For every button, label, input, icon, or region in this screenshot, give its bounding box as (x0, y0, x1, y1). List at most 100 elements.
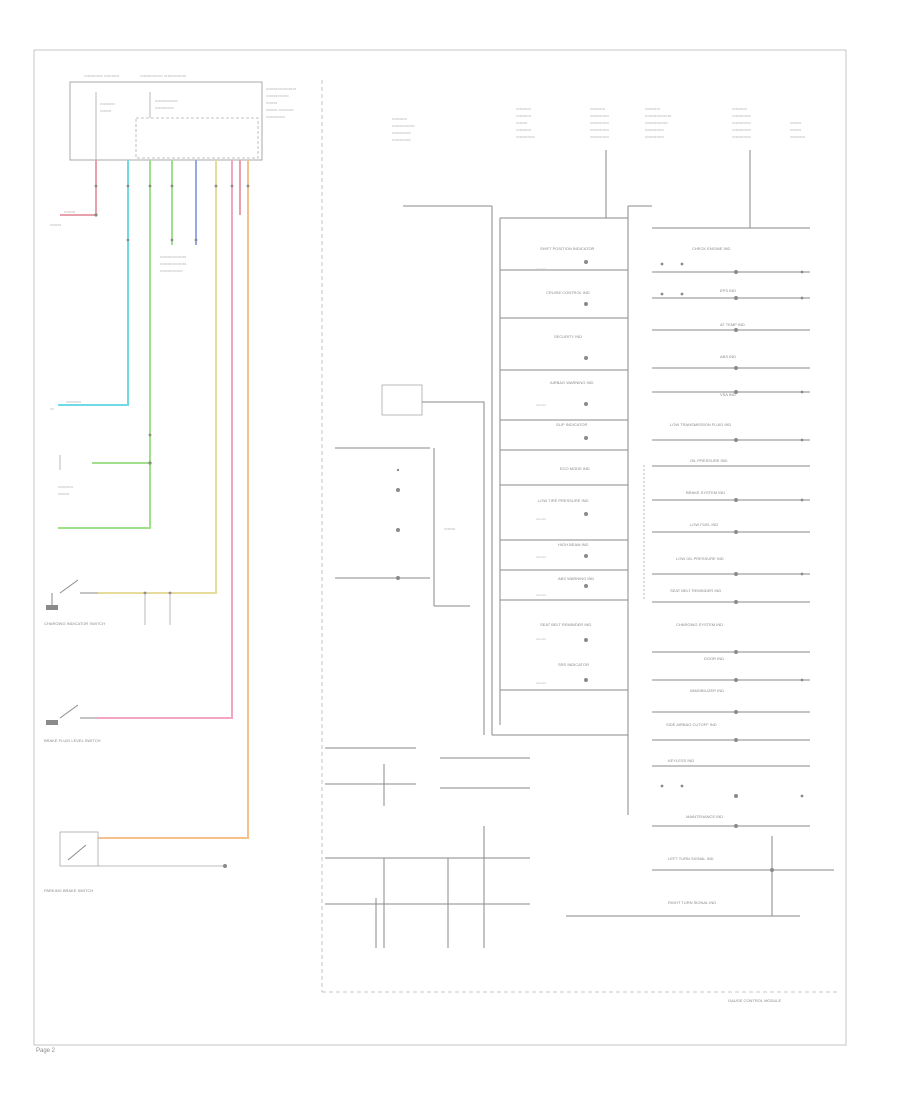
module-text: ▭▭▭▭▭▭▭▭ (266, 86, 296, 91)
turn-signal-label: LEFT TURN SIGNAL IND (668, 856, 714, 861)
svg-text:▭▭▭▭: ▭▭▭▭ (516, 113, 531, 118)
connector-label: ▭▭▭▭▭▭▭ (160, 254, 187, 259)
indicator-label: EPS IND (720, 288, 736, 293)
indicator-label: SIDE AIRBAG CUTOFF IND (666, 722, 717, 727)
module-text: ▭▭▭▭ (100, 101, 115, 106)
indicator-label: SRS INDICATOR (558, 662, 589, 667)
module-text: ▭▭▭▭▭▭ (155, 98, 178, 103)
splice-dot (94, 213, 98, 217)
module-text: ▭▭▭▭▭ (155, 105, 174, 110)
svg-text:▭▭▭▭▭: ▭▭▭▭▭ (732, 113, 751, 118)
indicator-label: SECURITY IND (554, 334, 582, 339)
indicator-label: HIGH BEAM IND (558, 542, 589, 547)
module-text: ▭▭▭ (100, 108, 112, 113)
indicator-label: CRUISE CONTROL IND (546, 290, 590, 295)
svg-text:▭▭▭▭▭▭▭: ▭▭▭▭▭▭▭ (645, 113, 672, 118)
svg-text:▭▭▭: ▭▭▭ (790, 127, 802, 132)
module-text: ▭▭▭▭▭ ▭▭▭▭ (84, 73, 119, 78)
svg-text:▭▭▭▭▭: ▭▭▭▭▭ (732, 127, 751, 132)
indicator-label: ABS IND (720, 354, 736, 359)
svg-text:▭▭▭▭: ▭▭▭▭ (732, 106, 747, 111)
indicator-label: CHECK ENGINE IND (692, 246, 731, 251)
wire-yellow (98, 160, 217, 594)
page-label: Page 2 (36, 1048, 56, 1054)
indicator-label: LOW OIL PRESSURE IND (676, 556, 724, 561)
svg-text:▭▭▭: ▭▭▭ (536, 681, 547, 685)
indicator-label: LOW FUEL IND (690, 522, 718, 527)
connector-label: ▭▭▭▭▭▭▭ (160, 261, 187, 266)
module-text: ▭▭▭▭▭▭ (266, 93, 289, 98)
svg-text:▭▭▭▭▭: ▭▭▭▭▭ (590, 120, 609, 125)
module-text: ▭▭▭▭▭▭ ▭▭▭▭▭▭ (140, 73, 187, 78)
svg-text:▭▭▭▭▭: ▭▭▭▭▭ (392, 137, 411, 142)
switch-brake-fluid: BRAKE FLUID LEVEL SWITCH (44, 704, 101, 743)
svg-text:▭▭▭▭▭: ▭▭▭▭▭ (732, 134, 751, 139)
svg-text:▭▭▭▭▭: ▭▭▭▭▭ (732, 120, 751, 125)
diagram-border (33, 49, 847, 1046)
svg-text:▭▭▭▭: ▭▭▭▭ (645, 106, 660, 111)
ground-label: ▭▭▭ (50, 222, 62, 227)
component-label: ▭▭▭▭ (58, 484, 73, 489)
indicator-label: DOOR IND (704, 656, 724, 661)
splice-dot (148, 461, 152, 465)
indicator-label: CHARGING SYSTEM IND (676, 622, 723, 627)
turn-signals: LEFT TURN SIGNAL IND RIGHT TURN SIGNAL I… (566, 836, 834, 917)
module-text: ▭▭▭ ▭▭▭▭ (266, 107, 294, 112)
svg-text:▭▭▭▭▭: ▭▭▭▭▭ (645, 134, 664, 139)
svg-text:▭▭▭: ▭▭▭ (790, 120, 802, 125)
indicator-label: VSA IND (720, 392, 736, 397)
turn-signal-label: RIGHT TURN SIGNAL IND (668, 900, 716, 905)
wire-code: ▭▭▭▭ (66, 399, 81, 404)
svg-text:▭▭▭: ▭▭▭ (536, 517, 547, 521)
top-connector-module (69, 81, 263, 161)
indicator-label: AIRBAG WARNING IND (550, 380, 594, 385)
left-section: ▭▭▭▭▭ ▭▭▭▭ ▭▭▭▭▭▭ ▭▭▭▭▭▭ ▭▭▭▭▭▭▭▭ ▭▭▭▭▭▭… (44, 73, 296, 893)
wire-green (58, 160, 151, 529)
svg-text:▭▭▭▭▭: ▭▭▭▭▭ (645, 127, 664, 132)
svg-text:▭▭▭▭▭: ▭▭▭▭▭ (590, 113, 609, 118)
svg-text:▭▭▭: ▭▭▭ (536, 593, 547, 597)
svg-text:▭▭▭: ▭▭▭ (536, 403, 547, 407)
module-text: ▭▭▭ (266, 100, 278, 105)
indicator-label: SHIFT POSITION INDICATOR (540, 246, 595, 251)
wire-orange (98, 160, 249, 839)
wire-pink (98, 160, 233, 719)
svg-text:▭▭▭: ▭▭▭ (536, 637, 547, 641)
switch-parking-brake: PARKING BRAKE SWITCH (44, 831, 227, 893)
svg-text:▭▭▭▭▭: ▭▭▭▭▭ (590, 127, 609, 132)
right-section: ▭▭▭▭▭▭▭▭▭▭▭▭▭▭▭▭▭▭▭▭ ▭▭▭▭▭▭▭▭▭▭▭▭▭▭▭▭▭▭▭… (325, 106, 834, 1003)
svg-text:▭▭▭: ▭▭▭ (444, 526, 456, 531)
indicator-label: LOW TIRE PRESSURE IND (538, 498, 588, 503)
indicator-label: ECO MODE IND (560, 466, 590, 471)
lower-wiring (325, 747, 530, 948)
indicator-label: SEAT BELT REMINDER IND (540, 622, 591, 627)
switch-charging-indicator: CHARGING INDICATOR SWITCH (44, 579, 172, 626)
svg-text:▭▭▭: ▭▭▭ (516, 120, 528, 125)
left-indicator-blocks (500, 269, 628, 691)
indicator-label: MAINTENANCE IND (686, 814, 723, 819)
indicator-label: SEAT BELT REMINDER IND (670, 588, 721, 593)
source-connectors: ▭▭▭▭▭▭▭▭▭▭▭▭▭▭▭▭▭▭▭▭ ▭▭▭▭▭▭▭▭▭▭▭▭▭▭▭▭▭▭▭… (392, 106, 805, 142)
wire-code: ▭ (50, 406, 54, 411)
module-text: ▭▭▭▭▭ (266, 114, 285, 119)
indicator-label: SLIP INDICATOR (556, 422, 587, 427)
indicator-label: BRAKE SYSTEM IND (686, 490, 725, 495)
svg-text:▭▭▭▭▭▭: ▭▭▭▭▭▭ (645, 120, 668, 125)
right-indicator-dots (660, 262, 804, 828)
indicator-label: KEYLESS IND (668, 758, 694, 763)
module-footer-label: GAUGE CONTROL MODULE (728, 998, 782, 1003)
wire-cyan (58, 160, 129, 406)
svg-text:▭▭▭▭: ▭▭▭▭ (516, 106, 531, 111)
indicator-label: LOW TRANSMISSION FLUID IND (670, 422, 731, 427)
indicator-label: IMMOBILIZER IND (690, 688, 724, 693)
indicator-label: AT TEMP IND (720, 322, 745, 327)
wire-markers (94, 184, 250, 437)
right-indicator-labels: CHECK ENGINE IND EPS IND AT TEMP IND ABS… (666, 246, 745, 819)
left-side-codes: ▭▭▭▭▭▭▭▭▭ ▭▭▭▭▭▭▭▭▭▭▭▭ (536, 267, 547, 685)
svg-text:▭▭▭▭▭: ▭▭▭▭▭ (590, 134, 609, 139)
wire-code: ▭▭▭ (64, 209, 76, 214)
left-indicator-labels: SHIFT POSITION INDICATOR CRUISE CONTROL … (538, 246, 595, 667)
svg-text:▭▭▭▭▭: ▭▭▭▭▭ (516, 134, 535, 139)
module-inner-box (135, 117, 259, 159)
